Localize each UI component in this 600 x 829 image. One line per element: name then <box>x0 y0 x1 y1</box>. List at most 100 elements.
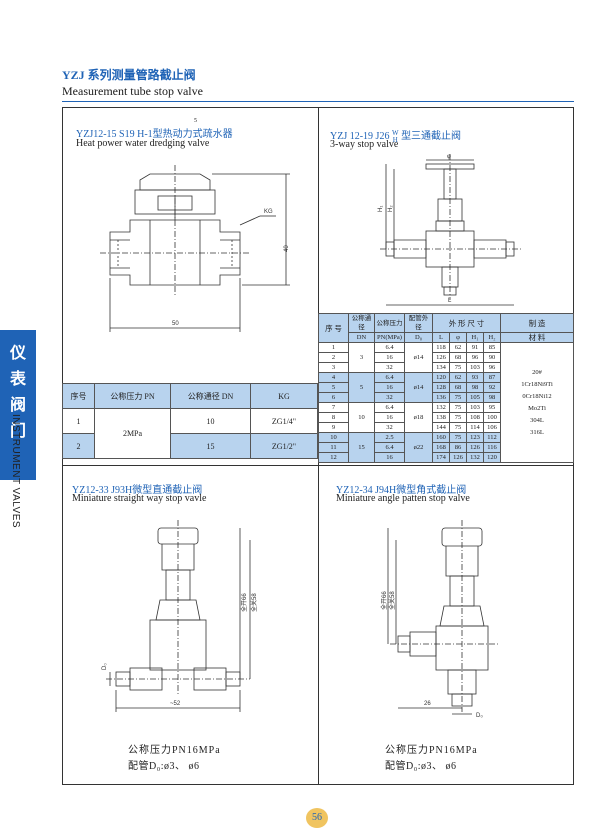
width-dim-label: 50 <box>172 321 179 327</box>
cell-pn: 6.4 <box>374 372 405 383</box>
table-row: 6 32 136 75 105 98 <box>318 392 574 403</box>
cell-phi: 75 <box>449 432 467 443</box>
tab-char: 表 <box>9 369 26 388</box>
cell-h2: 92 <box>483 382 501 393</box>
cell-pn: 2MPa <box>94 408 171 459</box>
closed-height-label: 全关58 <box>250 593 258 612</box>
cell-dn: 5 <box>348 372 375 403</box>
grid-horizontal-divider <box>62 465 574 466</box>
cell-l: 132 <box>432 402 450 413</box>
col-header-dn-unit: DN <box>348 332 375 343</box>
cell-h1: 91 <box>466 342 484 353</box>
cell-pn: 16 <box>374 452 405 463</box>
cell-pn: 2.5 <box>374 432 405 443</box>
cell-no: 2 <box>318 352 349 363</box>
cell-phi: 126 <box>449 452 467 463</box>
panel2-title: YZJ 12-19 J26 W H 型三通截止阀 <box>330 127 461 144</box>
cell-l: 136 <box>432 392 450 403</box>
cell-pn: 6.4 <box>374 342 405 353</box>
material-item: 0Cr18Ni12 <box>522 392 552 400</box>
cell-phi: 68 <box>449 352 467 363</box>
cell-materials: 20# 1Cr18Ni9Ti 0Cr18Ni12 Mo2Ti 304L 316L <box>500 342 574 463</box>
panel1-superscript: 5 <box>194 118 197 124</box>
table-row: 11 6.4 168 86 126 116 <box>318 442 574 453</box>
header-rule <box>62 101 574 102</box>
panel1-spec-table: 序号 公称压力 PN 公称通径 DN KG 1 2MPa 10 ZG1/4" 2… <box>62 383 318 459</box>
panel2-spec-table: 序 号 公称通径 公称压力 配管外径 外 形 尺 寸 制 造 DN PN(MPa… <box>318 313 574 463</box>
open-height-label: 全开66 <box>240 593 248 612</box>
panel2-title-h: H <box>392 135 398 144</box>
table-subheader-row: DN PN(MPa) D₀ L φ H₁ H₂ 材 料 <box>318 332 574 343</box>
cell-h1: 123 <box>466 432 484 443</box>
cell-no: 12 <box>318 452 349 463</box>
closed-height-label: 全关58 <box>388 591 396 610</box>
table-row: 1 3 6.4 ø14 118 62 91 85 20# 1Cr18Ni9Ti … <box>318 342 574 463</box>
phi-dim-label: φ <box>447 154 451 160</box>
height-dim-label: 40 <box>284 245 290 252</box>
three-way-valve-drawing: φ H₁ H₂ L <box>378 154 522 306</box>
cell-l: 168 <box>432 442 450 453</box>
cell-h2: 112 <box>483 432 501 443</box>
panel3-title: YZ12-33 J93H微型直通截止阀 <box>72 485 203 496</box>
cell-h1: 126 <box>466 442 484 453</box>
panel2-title-wh: W H <box>391 128 399 144</box>
section-title-en: Measurement tube stop valve <box>62 84 203 98</box>
offset-dim-label: 26 <box>424 701 431 707</box>
cell-h1: 96 <box>466 352 484 363</box>
cell-no: 7 <box>318 402 349 413</box>
cell-h2: 96 <box>483 362 501 373</box>
col-header-dims: 外 形 尺 寸 <box>432 313 501 333</box>
col-header-dn: 公称通径 DN <box>170 383 251 409</box>
cell-h2: 116 <box>483 442 501 453</box>
table-row: 12 16 174 126 132 120 <box>318 452 574 463</box>
cell-no: 2 <box>62 433 95 459</box>
tab-char: 仪 <box>9 343 26 362</box>
panel3-subtitle: Miniature straight way stop vavle <box>72 493 207 504</box>
table-row: 8 16 138 75 108 100 <box>318 412 574 423</box>
cell-h2: 98 <box>483 392 501 403</box>
cell-pn: 16 <box>374 352 405 363</box>
table-header-row: 序 号 公称通径 公称压力 配管外径 外 形 尺 寸 制 造 <box>318 313 574 343</box>
cell-phi: 86 <box>449 442 467 453</box>
cell-phi: 75 <box>449 392 467 403</box>
cell-dn: 15 <box>170 433 251 459</box>
cell-phi: 75 <box>449 362 467 373</box>
category-tab <box>0 330 36 480</box>
cell-pn: 6.4 <box>374 442 405 453</box>
cell-pn: 6.4 <box>374 402 405 413</box>
cell-dn: 10 <box>348 402 375 433</box>
col-header-pn: 公称压力 <box>374 313 405 333</box>
cell-d0: ø22 <box>404 432 433 463</box>
cell-kg: ZG1/4" <box>250 408 318 434</box>
panel3-pressure-note: 公称压力PN16MPa <box>128 745 221 756</box>
panel1-title: YZJ12-15 S19 H-1型热动力式疏水器 <box>76 129 233 140</box>
cell-d0: ø18 <box>404 402 433 433</box>
tab-char: 阀 <box>9 395 26 414</box>
cell-kg: ZG1/2" <box>250 433 318 459</box>
col-header-l: L <box>432 332 450 343</box>
steam-trap-drawing: KG 40 50 <box>100 165 290 332</box>
cell-l: 126 <box>432 352 450 363</box>
col-header-h2: H₂ <box>483 332 501 343</box>
panel2-title-w: W <box>391 128 399 137</box>
cell-pn: 16 <box>374 382 405 393</box>
d0-dim-label: D₀ <box>102 663 108 670</box>
straight-stop-valve-drawing: 全开66 全关58 D₀ ~52 <box>102 520 258 712</box>
cell-dn: 3 <box>348 342 375 373</box>
page-number: 56 <box>306 808 328 828</box>
panel2-subtitle: 3-way stop valve <box>330 139 399 150</box>
cell-l: 174 <box>432 452 450 463</box>
col-header-d0-unit: D₀ <box>404 332 433 343</box>
cell-h1: 93 <box>466 372 484 383</box>
cell-d0: ø14 <box>404 372 433 403</box>
open-height-label: 全开66 <box>380 591 388 610</box>
angle-stop-valve-drawing: 全开66 全关58 26 D₀ <box>380 520 500 719</box>
material-item: 304L <box>530 416 544 424</box>
cell-l: 138 <box>432 412 450 423</box>
table-row: 10 15 2.5 ø22 160 75 123 112 <box>318 432 574 463</box>
cell-l: 160 <box>432 432 450 443</box>
col-header-no: 序 号 <box>318 313 349 343</box>
cell-no: 9 <box>318 422 349 433</box>
cell-phi: 68 <box>449 382 467 393</box>
cell-no: 8 <box>318 412 349 423</box>
